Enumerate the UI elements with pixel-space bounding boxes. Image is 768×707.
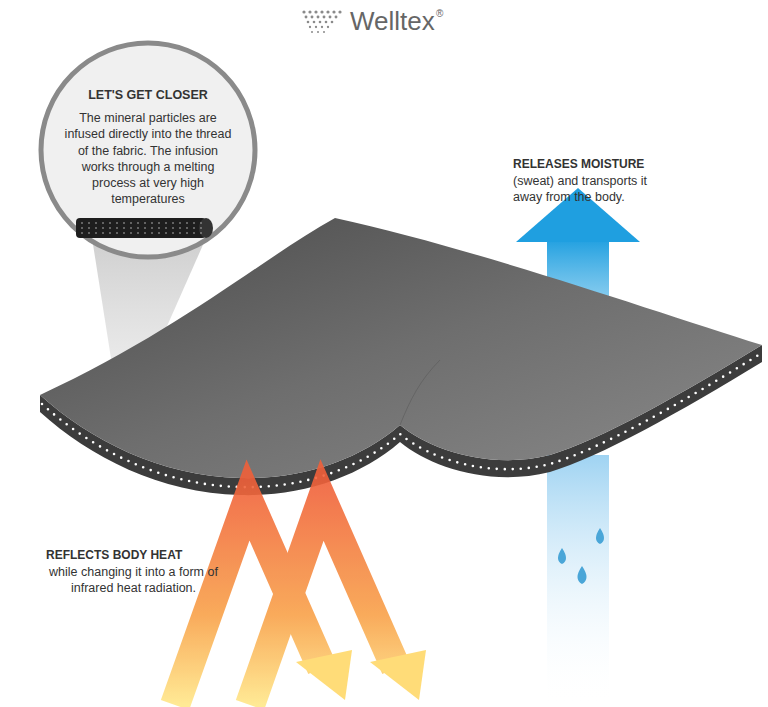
registered-mark: ® — [436, 8, 443, 21]
logo-title: Welltex — [350, 6, 435, 37]
callout-text: The mineral particles are infused direct… — [62, 110, 234, 208]
benefit-text: (sweat) and transports it away from the … — [513, 174, 673, 205]
callout-circle: LET'S GET CLOSER The mineral particles ar… — [38, 40, 258, 260]
callout-heading: LET'S GET CLOSER — [62, 88, 234, 102]
benefit-heading: REFLECTS BODY HEAT — [46, 548, 226, 563]
callout-content: LET'S GET CLOSER The mineral particles ar… — [62, 40, 234, 208]
benefit-heading: RELEASES MOISTURE — [513, 157, 683, 172]
benefit-text: while changing it into a form of infrare… — [46, 565, 221, 596]
